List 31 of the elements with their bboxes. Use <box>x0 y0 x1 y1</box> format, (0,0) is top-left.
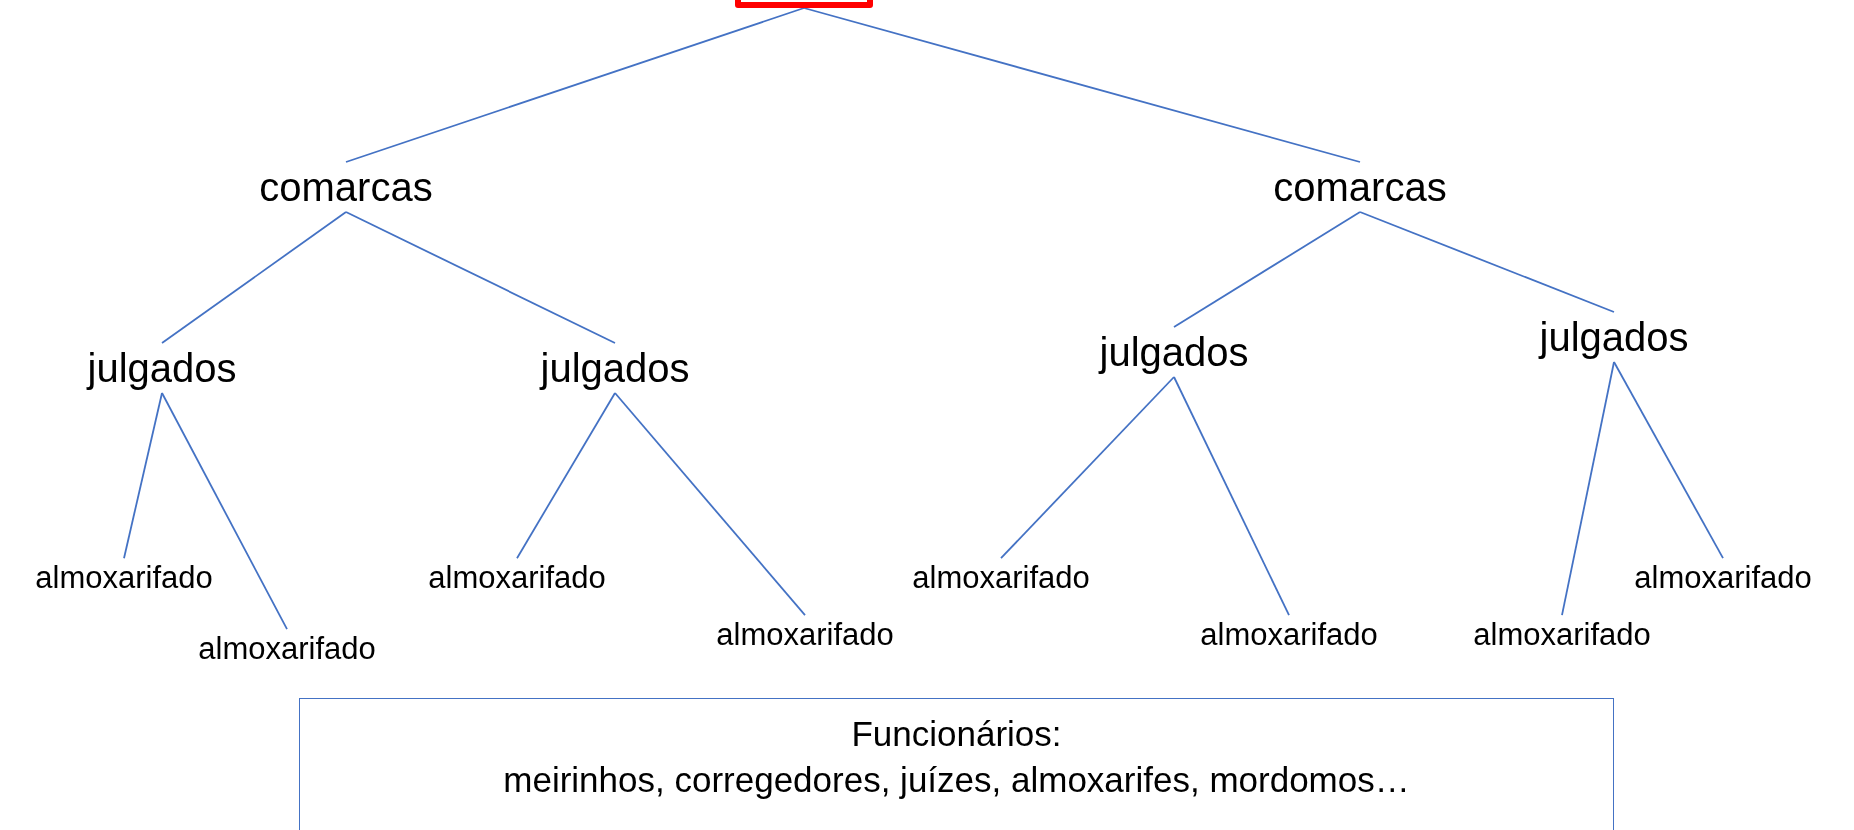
tree-label: julgados <box>1535 312 1693 362</box>
note-text: meirinhos, corregedores, juízes, almoxarifes, mordomos… <box>503 758 1410 801</box>
tree-label: julgados <box>83 343 241 393</box>
tree-label: almoxarifado <box>424 558 610 598</box>
connector-line <box>1173 376 1290 617</box>
tree-label: almoxarifado <box>1196 615 1382 655</box>
connector-line <box>1613 361 1724 560</box>
tree-label: almoxarifado <box>712 615 898 655</box>
connector-line <box>345 211 616 344</box>
tree-label: almoxarifado <box>1630 558 1816 598</box>
connector-line <box>1561 361 1615 617</box>
connector-line <box>1000 376 1175 560</box>
tree-label: almoxarifado <box>194 629 380 669</box>
note-box <box>299 698 1614 830</box>
connector-line <box>803 7 1361 163</box>
connector-line <box>1359 211 1615 313</box>
connector-line <box>123 392 163 560</box>
connector-line <box>161 392 288 631</box>
tree-label: almoxarifado <box>908 558 1094 598</box>
connector-line <box>345 7 805 163</box>
tree-label: comarcas <box>1269 162 1451 212</box>
tree-label: julgados <box>1095 327 1253 377</box>
connector-line <box>614 392 806 617</box>
tree-label: comarcas <box>255 162 437 212</box>
connector-line <box>1173 211 1361 328</box>
connector-line <box>161 211 347 344</box>
note-heading: Funcionários: <box>851 713 1062 755</box>
tree-label: almoxarifado <box>1469 615 1655 655</box>
tree-label: almoxarifado <box>31 558 217 598</box>
tree-label: julgados <box>536 343 694 393</box>
connector-line <box>516 392 616 560</box>
